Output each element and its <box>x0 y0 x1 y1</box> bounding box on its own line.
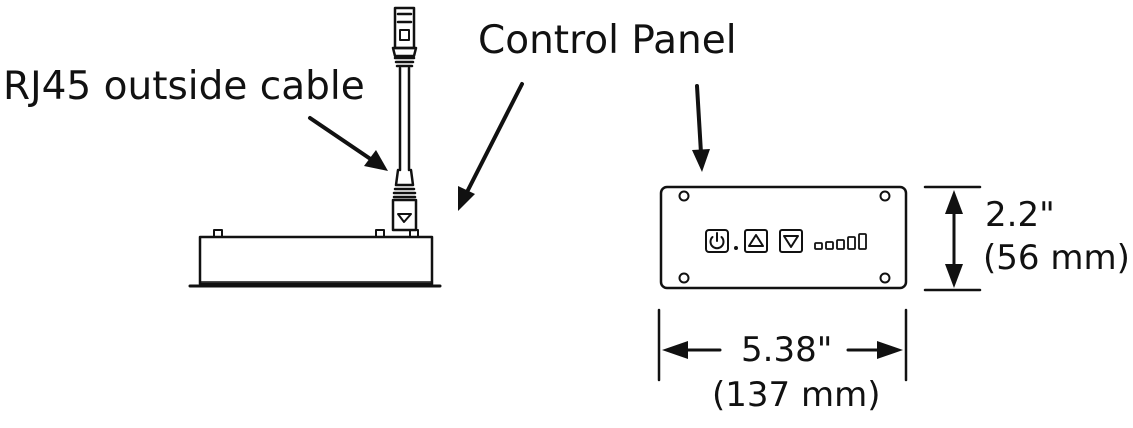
width-inches-label: 5.38" <box>741 330 833 370</box>
up-arrow-icon <box>744 229 768 253</box>
panel-front-leader-arrow <box>692 84 710 172</box>
power-icon <box>705 229 729 253</box>
status-led-icon <box>734 246 738 250</box>
control-panel-front <box>659 185 908 290</box>
cable-label: RJ45 outside cable <box>3 64 365 109</box>
panel-label: Control Panel <box>478 18 737 63</box>
height-dimension <box>923 185 982 292</box>
down-arrow-icon <box>779 229 803 253</box>
level-indicator-icon <box>814 233 867 250</box>
panel-side-leader-arrow <box>458 82 524 211</box>
height-inches-label: 2.2" <box>985 195 1055 235</box>
height-mm-label: (56 mm) <box>983 238 1130 278</box>
width-mm-label: (137 mm) <box>712 375 881 415</box>
rj45-cable <box>391 6 418 232</box>
width-dimension <box>657 308 908 382</box>
cable-leader-arrow <box>308 116 388 171</box>
panel-side-view <box>188 229 442 288</box>
